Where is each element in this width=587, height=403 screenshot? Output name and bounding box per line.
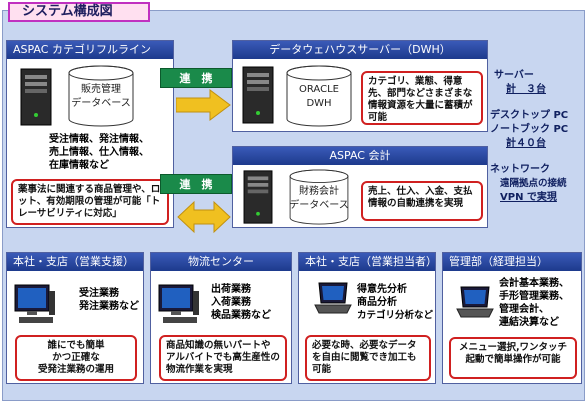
sales-rep-item-3: カテゴリ分析など bbox=[357, 310, 434, 321]
sales-support-note: 誰にでも簡単 かつ正確な 受発注業務の運用 bbox=[15, 335, 137, 381]
arrow-right-icon bbox=[176, 89, 231, 121]
bottom-panel-header-1: 本社・支店（営業支援） bbox=[7, 253, 143, 271]
dwh-db-cylinder: ORACLE DWH bbox=[285, 65, 353, 127]
dwh-note: カテゴリ、業態、得意先、部門などさまざまな情報資源を大量に蓄積が可能 bbox=[361, 71, 483, 125]
logistics-item-2: 入荷業務 bbox=[211, 297, 251, 308]
side-desktop-label: デスクトップ PC bbox=[490, 110, 569, 121]
sales-rep-item-2: 商品分析 bbox=[357, 297, 397, 308]
laptop-icon bbox=[314, 282, 352, 314]
aspac-note: 薬事法に関連する商品管理や、ロット、有効期限の管理が可能「トレーサビリティに対応… bbox=[11, 179, 169, 225]
aspac-function-2: 売上情報、仕入情報、 bbox=[49, 147, 149, 158]
kaikei-db-cylinder: 財務会計データベース bbox=[285, 169, 353, 225]
diagram-title: システム構成図 bbox=[8, 2, 150, 22]
laptop-icon bbox=[456, 286, 494, 318]
arrow-both-icon bbox=[177, 200, 231, 234]
kaikei-db-label-2: データベース bbox=[289, 200, 349, 211]
sales-rep-note: 必要な時、必要なデータを自由に閲覧でき加工も可能 bbox=[305, 335, 431, 381]
accounting-item-4: 連結決算など bbox=[499, 317, 559, 328]
side-network-line2: VPN で実現 bbox=[500, 192, 557, 203]
dwh-header: データウェハウスサーバー（DWH） bbox=[233, 41, 487, 59]
sales-support-item-1: 受注業務 bbox=[79, 288, 119, 299]
accounting-item-1: 会計基本業務、 bbox=[499, 278, 569, 289]
aspac-line-header: ASPAC カテゴリフルライン bbox=[7, 41, 173, 59]
accounting-note: メニュー選択,ワンタッチ起動で簡単操作が可能 bbox=[449, 337, 577, 379]
bottom-panel-accounting: 管理部（経理担当） 会計基本業務、 手形管理業務、 管理会計、 連結決算など メ… bbox=[442, 252, 582, 384]
kaikei-note: 売上、仕入、入金、支払情報の自動連携を実現 bbox=[361, 181, 483, 221]
server-icon bbox=[17, 67, 55, 127]
bottom-panel-header-4: 管理部（経理担当） bbox=[443, 253, 581, 271]
kaikei-header: ASPAC 会計 bbox=[233, 147, 487, 165]
sales-rep-item-1: 得意先分析 bbox=[357, 284, 407, 295]
bottom-panel-header-2: 物流センター bbox=[151, 253, 291, 271]
dwh-server-icon bbox=[239, 65, 277, 125]
aspac-function-1: 受注情報、発注情報、 bbox=[49, 134, 149, 145]
side-network-line1: 遠隔拠点の接続 bbox=[500, 178, 567, 189]
logistics-note: 商品知識の無いパートやアルバイトでも高生産性の物流作業を実現 bbox=[159, 335, 287, 381]
aspac-function-3: 在庫情報など bbox=[49, 160, 109, 171]
dwh-db-label-1: ORACLE bbox=[299, 84, 339, 95]
desktop-pc-icon bbox=[14, 284, 55, 323]
link-tag-bottom: 連 携 bbox=[160, 174, 232, 194]
kaikei-db-label-1: 財務会計 bbox=[299, 186, 339, 197]
sales-support-item-2: 発注業務など bbox=[79, 301, 139, 312]
sales-db-cylinder: 販売管理データベース bbox=[67, 65, 135, 127]
side-server-count: 計 ３台 bbox=[506, 84, 546, 95]
dwh-panel: データウェハウスサーバー（DWH） ORACLE DWH カテゴリ、業態、得意先、… bbox=[232, 40, 488, 132]
sales-db-label-1: 販売管理 bbox=[81, 84, 121, 95]
kaikei-panel: ASPAC 会計 財務会計データベース 売上、仕入、入金、支払情報の自動連携を実… bbox=[232, 146, 488, 228]
sales-db-label-2: データベース bbox=[71, 98, 131, 109]
side-network-label: ネットワーク bbox=[490, 164, 550, 175]
side-server-label: サーバー bbox=[494, 70, 534, 81]
link-tag-top: 連 携 bbox=[160, 68, 232, 88]
bottom-panel-header-3: 本社・支店（営業担当者） bbox=[299, 253, 435, 271]
bottom-panel-sales-support: 本社・支店（営業支援） 受注業務 発注業務など 誰にでも簡単 かつ正確な 受発注… bbox=[6, 252, 144, 384]
bottom-panel-logistics: 物流センター 出荷業務 入荷業務 検品業務など 商品知識の無いパートやアルバイト… bbox=[150, 252, 292, 384]
logistics-item-1: 出荷業務 bbox=[211, 284, 251, 295]
accounting-item-2: 手形管理業務、 bbox=[499, 291, 569, 302]
accounting-item-3: 管理会計、 bbox=[499, 304, 549, 315]
bottom-panel-sales-rep: 本社・支店（営業担当者） 得意先分析 商品分析 カテゴリ分析など 必要な時、必要… bbox=[298, 252, 436, 384]
aspac-line-panel: ASPAC カテゴリフルライン 販売管理データベース 受注情報、発注情報、 売上… bbox=[6, 40, 174, 228]
dwh-db-label-2: DWH bbox=[306, 98, 332, 109]
kaikei-server-icon bbox=[239, 169, 277, 225]
logistics-item-3: 検品業務など bbox=[211, 310, 271, 321]
desktop-pc-icon bbox=[158, 284, 199, 323]
side-notebook-label: ノートブック PC bbox=[490, 124, 569, 135]
side-pc-count: 計４０台 bbox=[506, 138, 546, 149]
